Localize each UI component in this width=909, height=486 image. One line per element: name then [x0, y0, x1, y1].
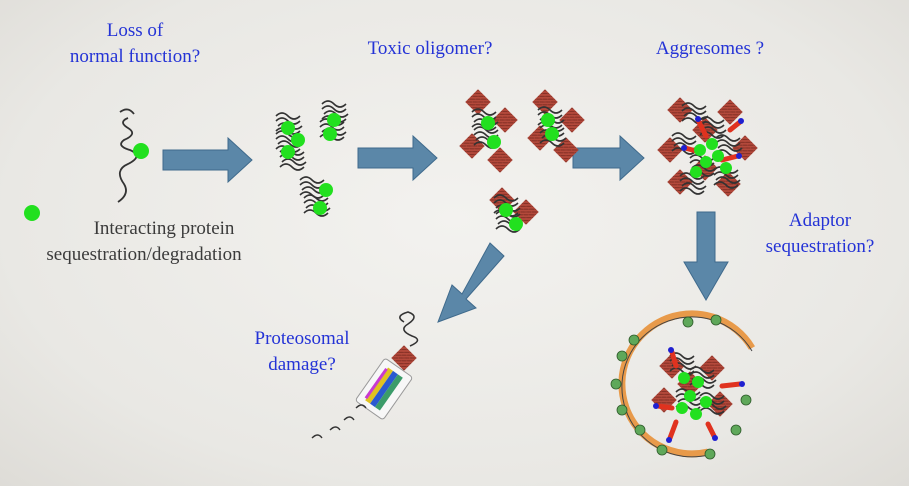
oligomer-icon: [459, 89, 585, 233]
aggresome-icon: [657, 97, 758, 197]
proteasome-icon: [311, 311, 419, 439]
adaptor-line1: Adaptor: [788, 210, 852, 231]
aggresomes-label: Aggresomes ?: [655, 38, 765, 59]
loss-of-function-label: Loss of normal function?: [30, 18, 240, 70]
legend-line2: sequestration/degradation: [46, 244, 242, 265]
legend-line1: Interacting protein: [93, 218, 235, 239]
protein-coil-icon: [117, 108, 138, 203]
process-arrow-icon: [437, 211, 729, 323]
interacting-protein-legend: Interacting protein sequestration/degrad…: [4, 216, 284, 268]
autophagosome-icon: [610, 310, 756, 460]
proteosomal-line1: Proteosomal: [254, 328, 350, 349]
process-arrow-icon: [162, 134, 645, 184]
protein-dot-icon: [133, 143, 149, 159]
loss-of-function-line2: normal function?: [69, 46, 201, 67]
proteosomal-line2: damage?: [268, 354, 336, 375]
proteosomal-damage-label: Proteosomal damage?: [222, 326, 382, 378]
adaptor-sequestration-label: Adaptor sequestration?: [740, 208, 900, 260]
loss-of-function-line1: Loss of: [106, 20, 164, 41]
adaptor-line2: sequestration?: [765, 236, 875, 257]
toxic-oligomer-label: Toxic oligomer?: [367, 38, 493, 59]
aggregate-cluster-icon: [275, 100, 349, 217]
protein-dot-icon: [24, 205, 40, 221]
